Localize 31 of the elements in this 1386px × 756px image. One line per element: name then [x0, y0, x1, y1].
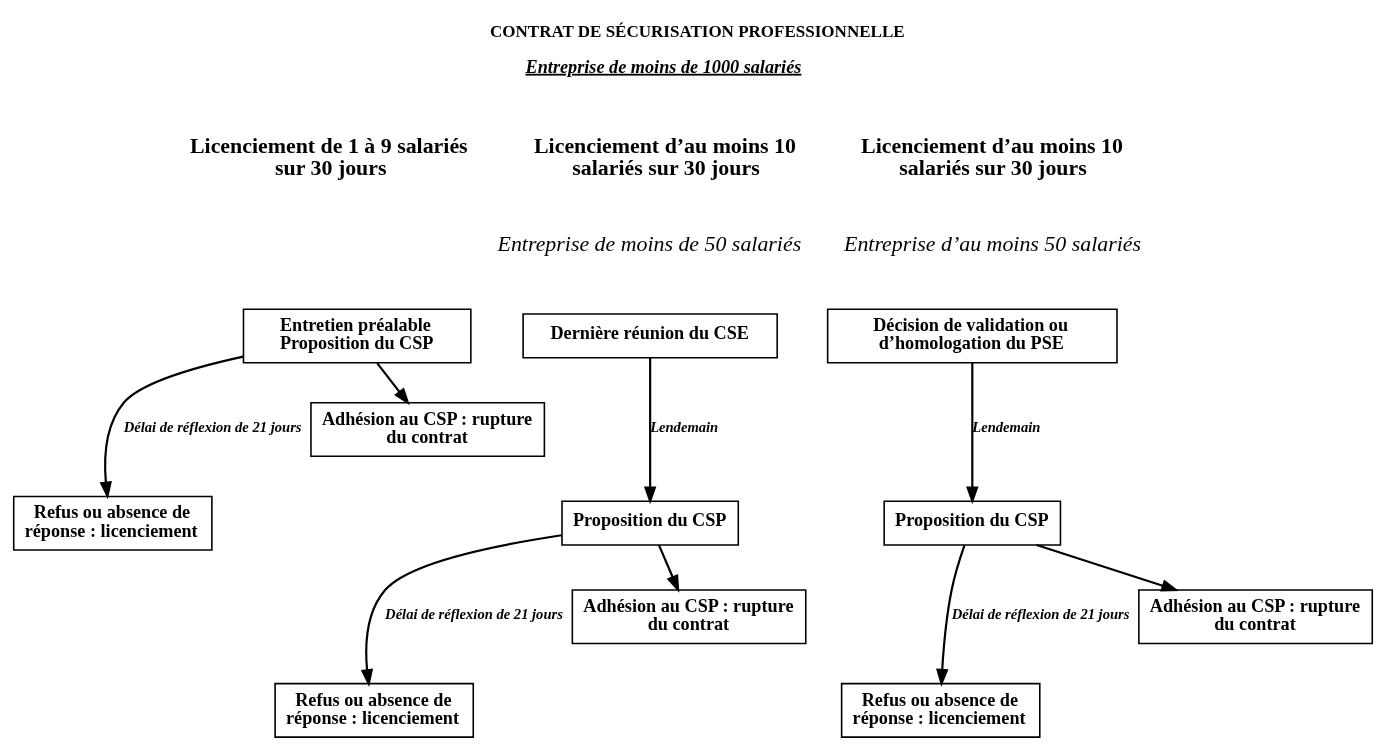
- label: Licenciement de 1 à 9 salariés sur 30 jours: [190, 133, 468, 180]
- edge-label: Délai de réflexion de 21 jours: [385, 605, 563, 622]
- arrow: [966, 362, 979, 504]
- node-box: Dernière réunion du CSE: [522, 312, 778, 359]
- node-box: Proposition du CSP: [561, 500, 740, 546]
- arrow: [360, 533, 562, 687]
- node-box: Adhésion au CSP : rupture du contrat: [571, 588, 807, 644]
- node-box: Adhésion au CSP : rupture du contrat: [1138, 588, 1374, 644]
- label: Entreprise de moins de 1000 salariés: [525, 56, 802, 77]
- node-box: Proposition du CSP: [883, 500, 1062, 546]
- node-box: Décision de validation ou d’homologation du PSE: [826, 307, 1118, 363]
- diagram-title: CONTRAT DE SÉCURISATION PROFESSIONNELLE: [489, 21, 905, 41]
- arrow: [936, 544, 966, 687]
- label: Entreprise de moins de 50 salariés: [497, 231, 802, 256]
- arrow: [99, 355, 244, 499]
- label: Licenciement d’au moins 10 salariés sur 30 jours: [534, 133, 796, 180]
- arrow: [1036, 543, 1179, 591]
- arrow: [643, 357, 657, 504]
- node-box: Refus ou absence de réponse : licenciement: [274, 682, 475, 738]
- edge-label: Délai de réflexion de 21 jours: [123, 418, 302, 435]
- edge-label: Délai de réflexion de 21 jours: [951, 605, 1130, 622]
- arrow: [657, 544, 680, 593]
- edge-label: Lendemain: [650, 418, 719, 435]
- label: Licenciement d’au moins 10 salariés sur 30 jours: [861, 133, 1123, 180]
- label: Entreprise d’au moins 50 salariés: [844, 231, 1141, 256]
- arrow: [376, 361, 410, 405]
- node-box: Adhésion au CSP : rupture du contrat: [310, 401, 546, 457]
- node-box: Refus ou absence de réponse : licenciement: [12, 495, 213, 551]
- node-box: Refus ou absence de réponse : licenciement: [840, 682, 1041, 738]
- node-box: Entretien préalable Proposition du CSP: [242, 307, 472, 363]
- edge-label: Lendemain: [972, 418, 1041, 435]
